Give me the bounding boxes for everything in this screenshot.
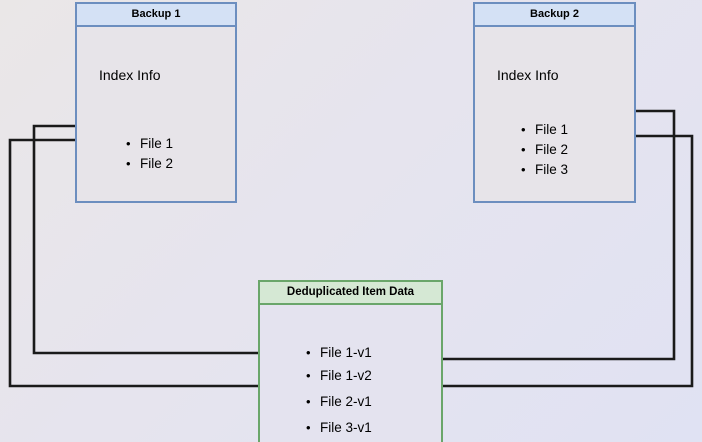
- backup-2-index-info-label: Index Info: [497, 67, 559, 83]
- backup-1-index-info-label: Index Info: [99, 67, 161, 83]
- list-item[interactable]: File 1: [519, 120, 568, 140]
- backup-2-body: Index Info File 1 File 2 File 3: [475, 27, 634, 201]
- list-item[interactable]: File 3-v1: [304, 415, 372, 441]
- deduplicated-item-data-title: Deduplicated Item Data: [260, 282, 441, 305]
- backup-2-file-list: File 1 File 2 File 3: [519, 120, 568, 180]
- list-item[interactable]: File 3: [519, 160, 568, 180]
- backup-1-file-list: File 1 File 2: [124, 134, 173, 174]
- dedup-item-list: File 1-v1 File 1-v2 File 2-v1 File 3-v1: [304, 343, 372, 441]
- backup-1-body: Index Info File 1 File 2: [77, 27, 235, 201]
- backup-1-title: Backup 1: [77, 4, 235, 27]
- backup-1-node[interactable]: Backup 1 Index Info File 1 File 2: [75, 2, 237, 203]
- deduplicated-item-data-body: File 1-v1 File 1-v2 File 2-v1 File 3-v1: [260, 305, 441, 442]
- backup-2-node[interactable]: Backup 2 Index Info File 1 File 2 File 3: [473, 2, 636, 203]
- list-item[interactable]: File 1-v1: [304, 343, 372, 363]
- deduplicated-item-data-node[interactable]: Deduplicated Item Data File 1-v1 File 1-…: [258, 280, 443, 442]
- list-item[interactable]: File 2-v1: [304, 389, 372, 415]
- list-item[interactable]: File 1: [124, 134, 173, 154]
- list-item[interactable]: File 1-v2: [304, 363, 372, 389]
- list-item[interactable]: File 2: [124, 154, 173, 174]
- backup-2-title: Backup 2: [475, 4, 634, 27]
- list-item[interactable]: File 2: [519, 140, 568, 160]
